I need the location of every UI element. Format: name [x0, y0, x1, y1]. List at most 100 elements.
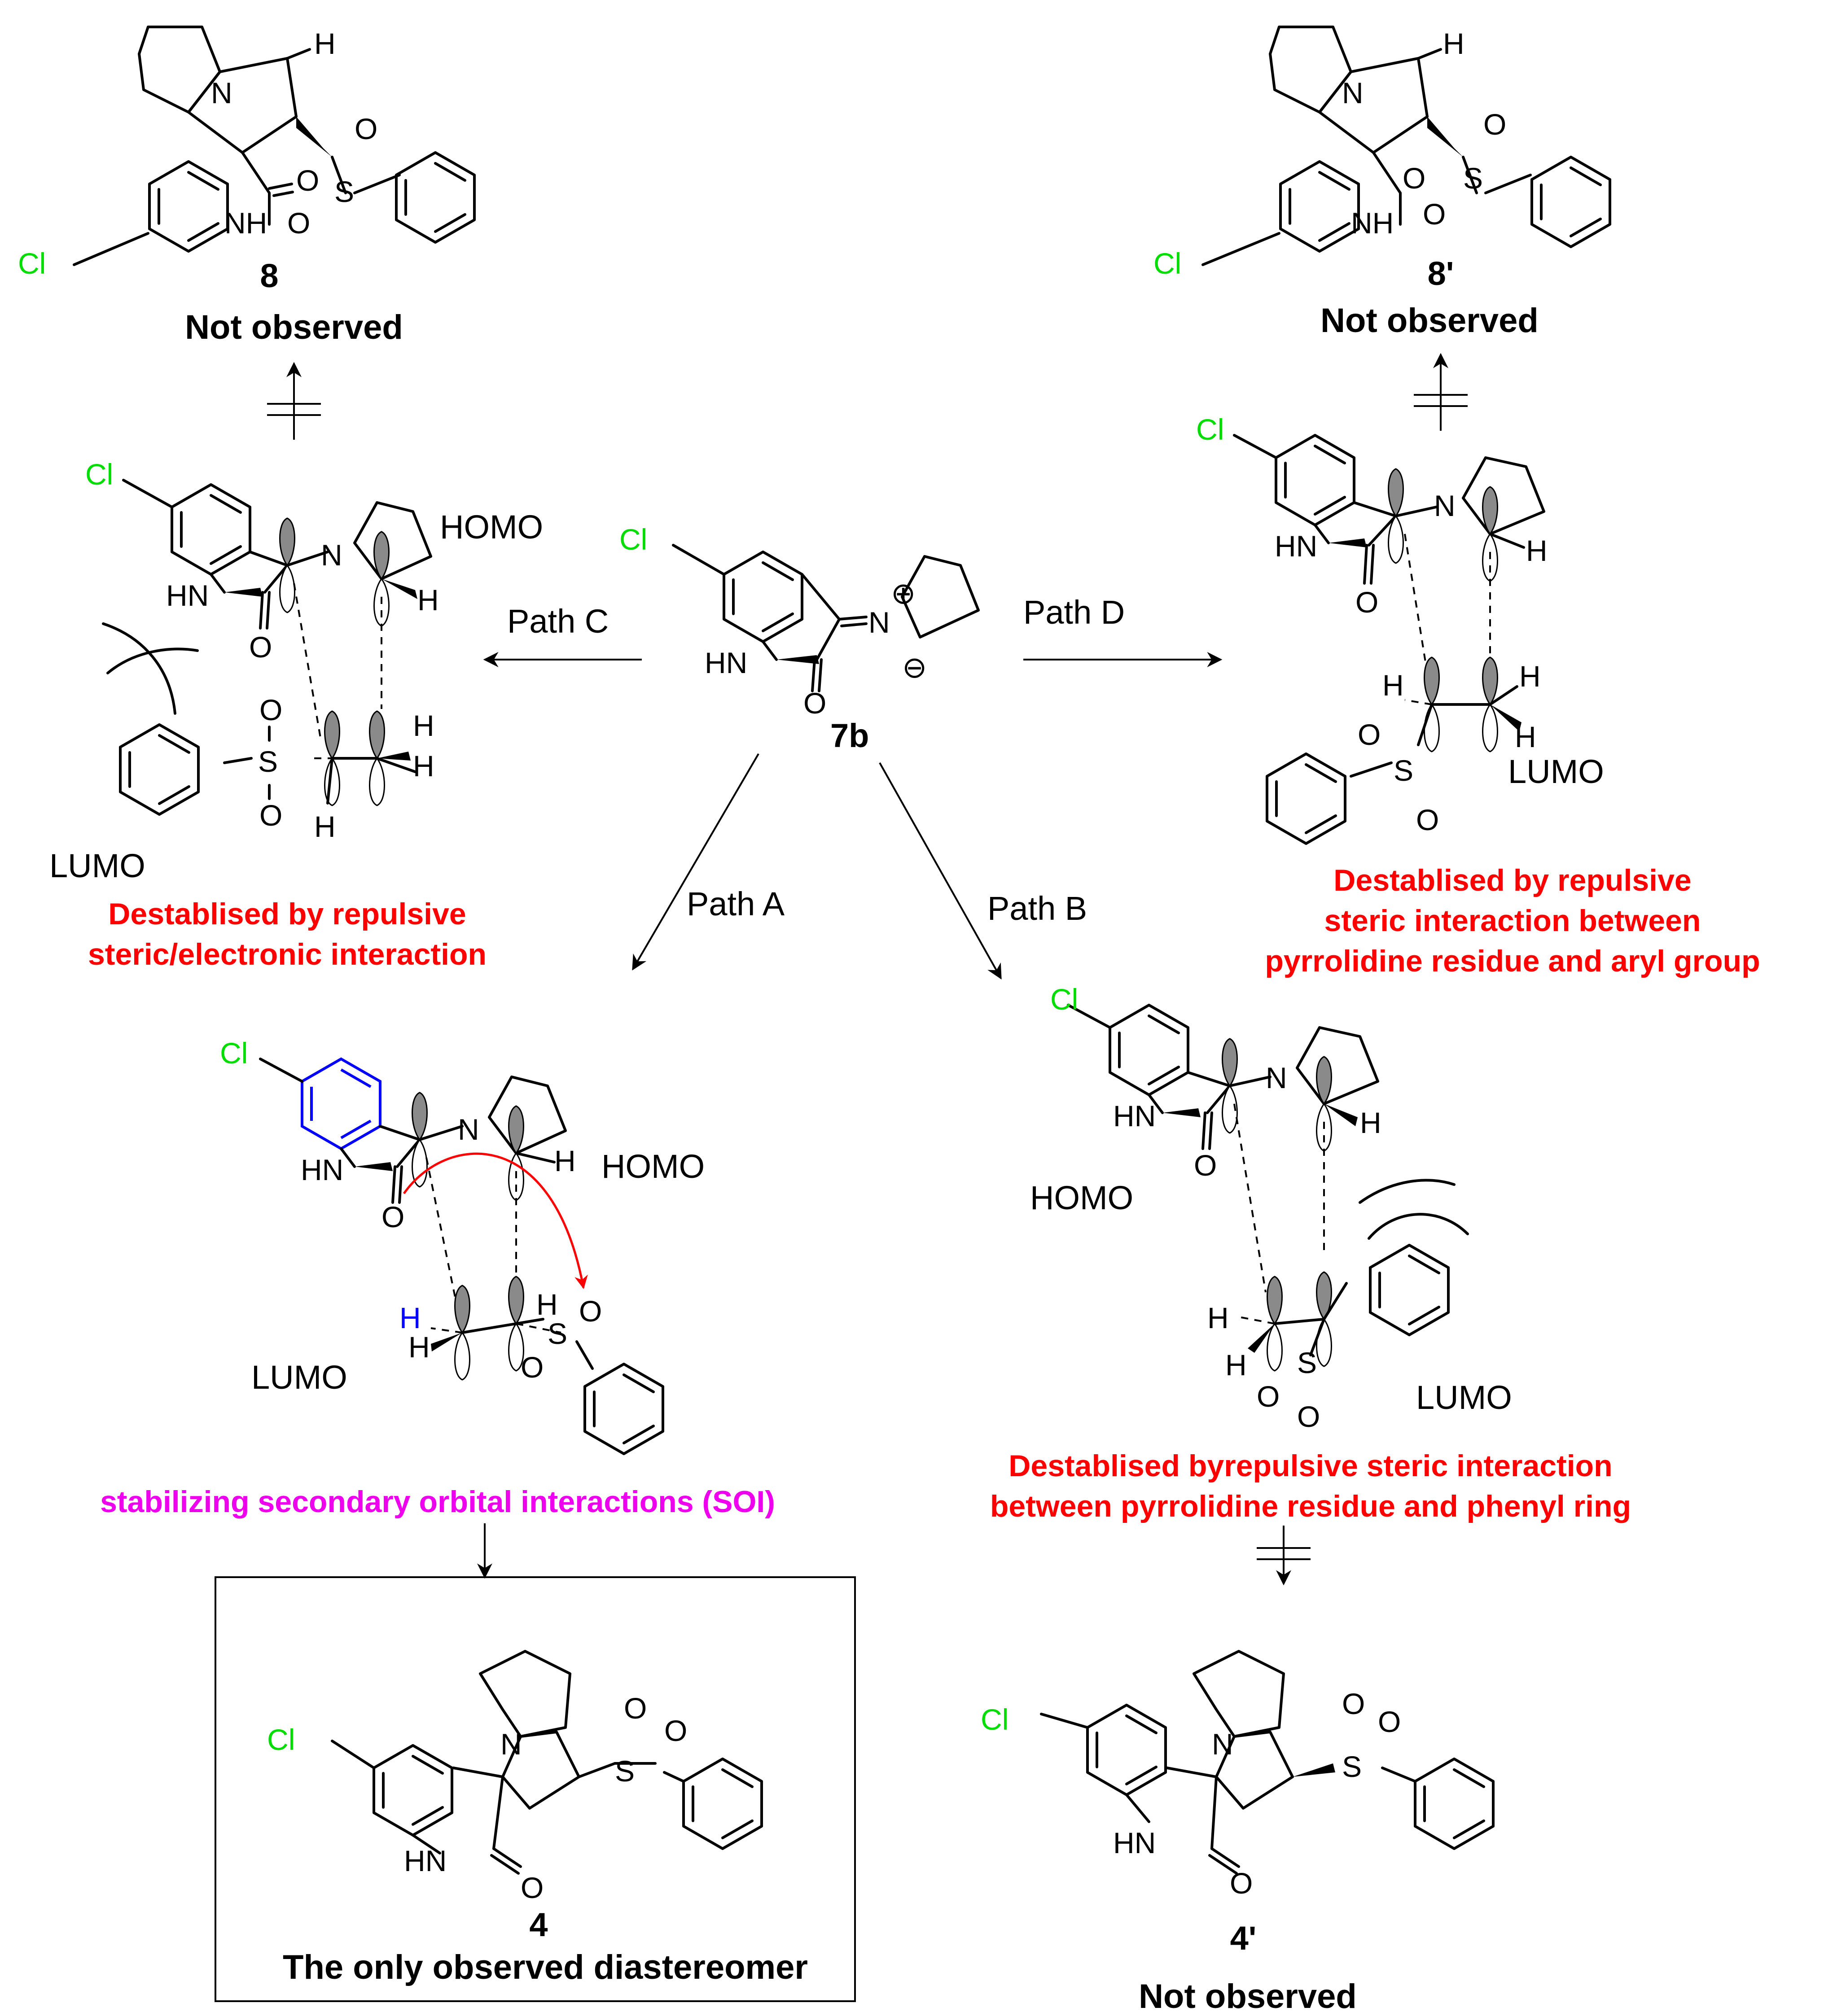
n-atom: N: [321, 538, 342, 572]
n-atom: N: [458, 1113, 479, 1146]
h-atom: H: [314, 810, 336, 843]
nh-atom: NH: [224, 206, 267, 240]
s-atom: S: [1463, 162, 1483, 195]
hn-atom: HN: [705, 646, 747, 679]
hn-atom: HN: [1275, 529, 1317, 563]
steric-clash-arc: [106, 647, 199, 674]
path-a-note: stabilizing secondary orbital interactio…: [100, 1485, 775, 1519]
path-d-note-line-3: pyrrolidine residue and aryl group: [1265, 944, 1760, 978]
o-atom: O: [1358, 718, 1381, 751]
path-c-arrow: Path C: [483, 603, 642, 667]
o-atom: O: [1297, 1400, 1320, 1433]
s-atom: S: [258, 745, 278, 778]
o-atom: O: [1342, 1687, 1365, 1720]
h-atom: H: [1207, 1301, 1229, 1334]
compound-8-prime-number: 8': [1428, 255, 1454, 292]
o-atom: O: [1483, 108, 1506, 141]
steric-clash-arc: [1368, 1213, 1469, 1240]
h-atom: H: [1443, 27, 1464, 60]
compound-8: N H S O O O NH Cl 8 Not observed: [18, 26, 474, 346]
n-atom: N: [211, 76, 232, 109]
o-atom: O: [521, 1351, 544, 1384]
path-a-label: Path A: [687, 885, 785, 923]
n-atom: N: [1266, 1061, 1287, 1094]
h-atom: H: [536, 1288, 558, 1321]
chlorine-atom: Cl: [1153, 247, 1181, 280]
homo-label: HOMO: [601, 1148, 705, 1185]
s-atom: S: [1297, 1346, 1317, 1379]
o-atom: O: [381, 1200, 404, 1233]
path-b-arrow: Path B: [879, 762, 1087, 980]
chlorine-atom: Cl: [1196, 413, 1224, 446]
compound-8-status: Not observed: [185, 308, 403, 346]
chlorine-atom: Cl: [85, 458, 113, 491]
o-atom: O: [1403, 162, 1425, 195]
o-atom: O: [1194, 1149, 1217, 1182]
compound-4-prime-status: Not observed: [1139, 1977, 1357, 2016]
o-atom: O: [521, 1871, 544, 1904]
homo-label: HOMO: [440, 508, 543, 546]
s-atom: S: [1342, 1750, 1362, 1783]
chlorine-atom: Cl: [18, 247, 46, 280]
o-atom: O: [1416, 803, 1439, 836]
s-atom: S: [615, 1754, 635, 1788]
h-atom: H: [408, 1330, 430, 1364]
compound-4-prime: N S O O HN O Cl 4' Not observed: [981, 1650, 1493, 2016]
h-atom: H: [554, 1144, 576, 1177]
blocked-arrow-to-8: [267, 362, 321, 440]
compound-4-box: N S O O HN O Cl 4 The only observed dias…: [215, 1576, 856, 2002]
transition-state-path-d: Cl N H HN O H H H S O O LUMO Destablised…: [1196, 413, 1760, 978]
o-atom: O: [1378, 1705, 1401, 1738]
o-atom: O: [355, 112, 377, 145]
n-atom: N: [1434, 489, 1456, 522]
compound-7b-number: 7b: [830, 717, 869, 754]
chlorine-atom: Cl: [619, 523, 647, 556]
hn-atom: HN: [1113, 1826, 1156, 1859]
h-atom: H: [314, 27, 336, 60]
soi-curved-arrow: [403, 1152, 588, 1289]
o-atom: O: [1423, 197, 1446, 231]
path-c-note-line-2: steric/electronic interaction: [88, 937, 487, 971]
observed-product-box: [215, 1576, 856, 2002]
path-c-note-line-1: Destablised by repulsive: [108, 897, 466, 931]
lumo-label: LUMO: [251, 1359, 347, 1396]
lumo-label: LUMO: [1508, 753, 1604, 790]
o-atom: O: [1230, 1867, 1253, 1900]
o-atom: O: [579, 1294, 602, 1328]
n-atom: N: [1342, 76, 1364, 109]
transition-state-path-b: Cl N H HN O HOMO H H S O O LUMO Destabli…: [990, 983, 1631, 1523]
chlorine-atom: Cl: [1050, 983, 1078, 1016]
o-atom: O: [287, 206, 310, 240]
h-atom: H: [413, 709, 434, 742]
s-atom: S: [1394, 754, 1413, 787]
blocked-arrow-to-4-prime: [1257, 1526, 1311, 1586]
o-atom: O: [249, 630, 272, 664]
hn-atom: HN: [166, 579, 209, 612]
h-atom: H: [1519, 660, 1541, 693]
path-d-label: Path D: [1023, 594, 1125, 631]
homo-label: HOMO: [1030, 1179, 1133, 1216]
compound-4-prime-number: 4': [1230, 1920, 1257, 1957]
n-atom: N: [500, 1727, 522, 1761]
hn-atom: HN: [404, 1844, 447, 1877]
path-c-label: Path C: [507, 603, 609, 640]
h-atom: H: [1360, 1106, 1381, 1139]
lumo-label: LUMO: [1416, 1379, 1512, 1416]
compound-8-prime: N H S O O O NH Cl 8' Not observed: [1153, 26, 1610, 340]
h-atom: H: [1382, 669, 1404, 702]
steric-clash-arc: [102, 622, 176, 715]
o-atom: O: [624, 1692, 647, 1725]
path-b-note-line-1: Destablised byrepulsive steric interacti…: [1008, 1449, 1612, 1483]
o-atom: O: [664, 1714, 687, 1747]
path-b-label: Path B: [987, 890, 1087, 927]
positive-charge: ⊕: [891, 577, 916, 610]
s-atom: S: [548, 1317, 567, 1350]
negative-charge: ⊖: [902, 651, 927, 684]
path-a-arrow: Path A: [632, 753, 785, 971]
lumo-label: LUMO: [49, 847, 145, 884]
n-atom: N: [1212, 1727, 1233, 1761]
chlorine-atom: Cl: [220, 1036, 248, 1070]
compound-8-number: 8: [260, 257, 278, 294]
hn-atom: HN: [301, 1153, 343, 1186]
